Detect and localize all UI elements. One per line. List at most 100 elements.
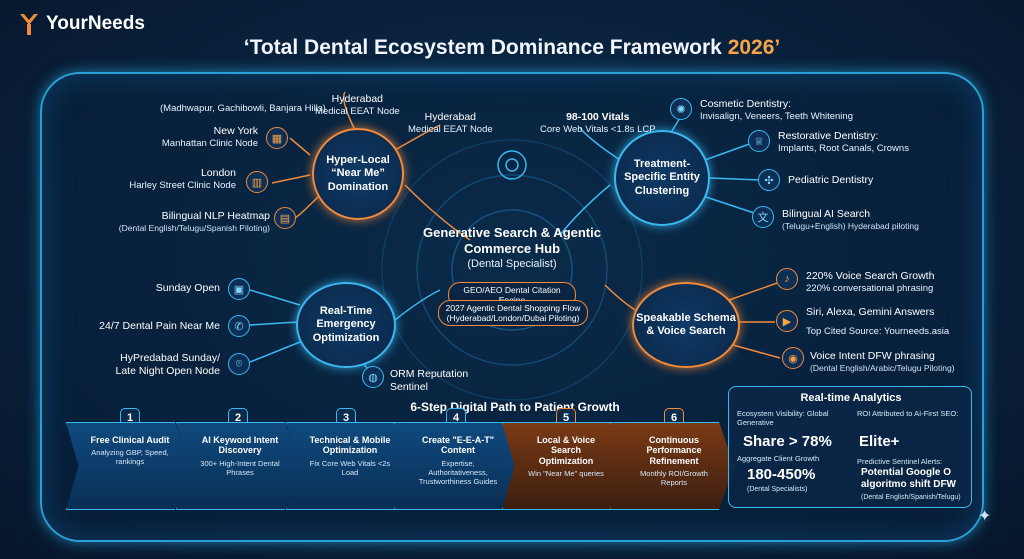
dental-pain-label: 24/7 Dental Pain Near Me <box>99 320 220 332</box>
step-card[interactable]: Technical & Mobile Optimization Fix Core… <box>286 422 410 510</box>
sunday-open-node: Sunday Open <box>120 282 220 295</box>
late-night-node: HyPredabad Sunday/ Late Night Open Node <box>80 352 221 378</box>
london-sub: Harley Street Clinic Node <box>129 180 236 192</box>
assistants-node: Siri, Alexa, Gemini Answers Top Cited So… <box>806 306 949 338</box>
step-card[interactable]: Free Clinical Audit Analyzing GBP, Speed… <box>66 422 190 510</box>
alert-note: (Dental English/Spanish/Telugu) <box>861 494 961 501</box>
hub-treatment-clustering[interactable]: Treatment-Specific Entity Clustering <box>614 130 710 226</box>
hub-emergency-optimization[interactable]: Real-Time Emergency Optimization <box>296 282 396 368</box>
dfw-phrasing-sub: (Dental English/Arabic/Telugu Piloting) <box>810 363 955 374</box>
step-title: Free Clinical Audit <box>90 435 170 445</box>
translate-icon: 文 <box>752 206 774 228</box>
growth-value: 180-450% <box>747 466 816 483</box>
hyderabad-node-2: Hyderabad Medical EEAT Node <box>408 111 493 136</box>
roi-value: Elite+ <box>859 433 900 450</box>
heatmap-icon: ▤ <box>274 207 296 229</box>
hub-voice-search[interactable]: Speakable Schema & Voice Search <box>632 282 740 368</box>
pediatric-title: Pediatric Dentistry <box>788 174 874 186</box>
hyderabad-node-1: Hyderabad Medical EEAT Node <box>315 93 400 118</box>
vitals-title: 98-100 Vitals <box>566 111 630 123</box>
roi-label: ROI Attributed to AI-First SEO: <box>857 409 959 418</box>
building-icon: ▦ <box>266 127 288 149</box>
new-york-node: New York Manhattan Clinic Node <box>148 125 258 150</box>
growth-label: Aggregate Client Growth <box>737 454 820 463</box>
pediatric-icon: ✣ <box>758 169 780 191</box>
assistants-title: Siri, Alexa, Gemini Answers <box>806 306 935 318</box>
sparkle-icon: ✦ <box>978 508 992 525</box>
central-hub-subtitle: (Dental Specialist) <box>467 257 557 270</box>
city-icon: ▥ <box>246 171 268 193</box>
step-title: Continuous Performance Refinement <box>646 435 702 466</box>
step-card[interactable]: AI Keyword Intent Discovery 300+ High-In… <box>176 422 300 510</box>
late-night-line2: Late Night Open Node <box>115 365 221 378</box>
late-night-line1: HyPredabad Sunday/ <box>120 352 220 364</box>
new-york-title: New York <box>213 125 258 137</box>
vitals-node: 98-100 Vitals Core Web Vitals <1.8s LCP <box>540 111 656 136</box>
step-card[interactable]: Continuous Performance Refinement Monthl… <box>610 422 734 510</box>
growth-note: (Dental Specialists) <box>747 486 808 493</box>
step-card[interactable]: Create "E-E-A-T" Content Expertise, Auth… <box>394 422 518 510</box>
hyderabad-areas: (Madhwapur, Gachibowli, Banjara Hills) <box>160 103 326 114</box>
visibility-value: Share > 78% <box>743 433 832 450</box>
central-hub-title: Generative Search & Agentic Commerce Hub <box>423 225 601 257</box>
dental-pain-node: 24/7 Dental Pain Near Me <box>80 320 220 333</box>
step-desc: 300+ High-Intent Dental Phrases <box>200 458 280 477</box>
brand-mark-icon <box>20 14 38 35</box>
bilingual-ai-node: Bilingual AI Search (Telugu+English) Hyd… <box>782 208 919 232</box>
step-desc: Monthly ROI/Growth Reports <box>640 469 708 488</box>
hyderabad-node-1-sub: Medical EEAT Node <box>315 106 400 118</box>
central-hub: Generative Search & Agentic Commerce Hub… <box>420 225 604 335</box>
visibility-label: Ecosystem Visibility: Global Generative <box>737 409 829 427</box>
analytics-panel: Real-time Analytics Ecosystem Visibility… <box>728 386 972 508</box>
voice-growth-sub: 220% conversational phrasing <box>806 283 934 295</box>
sunday-open-label: Sunday Open <box>155 282 220 294</box>
orm-line2: Sentinel <box>390 381 428 394</box>
assistants-sub: Top Cited Source: Yourneeds.asia <box>806 326 950 338</box>
analytics-title: Real-time Analytics <box>800 392 902 404</box>
dfw-phrasing-title: Voice Intent DFW phrasing <box>810 350 935 362</box>
agentic-shopping-line1: 2027 Agentic Dental Shopping Flow <box>445 303 581 313</box>
step-desc: Fix Core Web Vitals <2s Load <box>309 458 391 477</box>
restorative-node: Restorative Dentistry: Implants, Root Ca… <box>778 130 909 155</box>
hyderabad-node-1-title: Hyderabad <box>331 93 384 105</box>
cosmetic-title: Cosmetic Dentistry: <box>700 98 792 110</box>
vitals-sub: Core Web Vitals <1.8s LCP <box>540 124 656 136</box>
nlp-heatmap-sub: (Dental English/Telugu/Spanish Piloting) <box>118 223 270 234</box>
step-title: Technical & Mobile Optimization <box>309 435 391 456</box>
dfw-phrasing-node: Voice Intent DFW phrasing (Dental Englis… <box>810 350 955 374</box>
london-title: London <box>200 167 236 179</box>
hub-hyper-local[interactable]: Hyper-Local “Near Me” Domination <box>312 128 404 220</box>
new-york-sub: Manhattan Clinic Node <box>161 138 258 150</box>
tooth-icon: ♕ <box>748 130 770 152</box>
cosmetic-node: Cosmetic Dentistry: Invisalign, Veneers,… <box>700 98 853 123</box>
pediatric-node: Pediatric Dentistry <box>788 174 873 187</box>
nlp-heatmap-title: Bilingual NLP Heatmap <box>161 210 270 222</box>
globe-icon: ◍ <box>362 366 384 388</box>
steps-title: 6-Step Digital Path to Patient Growth <box>410 400 620 414</box>
network-icon: ✺ <box>670 98 692 120</box>
hyderabad-node-2-sub: Medical EEAT Node <box>408 124 493 136</box>
title-year: 2026’ <box>727 36 781 59</box>
voice-growth-title: 220% Voice Search Growth <box>806 270 935 282</box>
brand-logo[interactable]: YourNeeds <box>18 12 145 36</box>
step-title: Create "E-E-A-T" Content <box>421 435 495 456</box>
step-title: AI Keyword Intent Discovery <box>201 435 279 456</box>
agentic-shopping-pill: 2027 Agentic Dental Shopping Flow (Hyder… <box>438 300 588 327</box>
step-desc: Expertise, Authoritativeness, Trustworth… <box>418 458 498 486</box>
step-desc: Analyzing GBP, Speed, rankings <box>91 448 169 467</box>
brand-name: YourNeeds <box>46 13 145 34</box>
nlp-heatmap-node: Bilingual NLP Heatmap (Dental English/Te… <box>110 210 270 234</box>
location-pin-icon: ⌾ <box>228 353 250 375</box>
agentic-shopping-line2: (Hyderabad/London/Dubai Piloting) <box>446 313 580 324</box>
orm-line1: ORM Reputation <box>390 368 469 380</box>
alert-label: Predictive Sentinel Alerts: <box>857 457 943 466</box>
london-node: London Harley Street Clinic Node <box>120 167 236 192</box>
orm-sentinel-node: ORM Reputation Sentinel <box>390 368 468 394</box>
restorative-title: Restorative Dentistry: <box>778 130 879 142</box>
bilingual-ai-sub: (Telugu+English) Hyderabad piloting <box>782 221 919 232</box>
title-main: ‘Total Dental Ecosystem Dominance Framew… <box>243 36 722 59</box>
play-icon: ▶ <box>776 310 798 332</box>
step-card[interactable]: Local & Voice Search Optimization Win "N… <box>502 422 626 510</box>
restorative-sub: Implants, Root Canals, Crowns <box>778 143 909 155</box>
